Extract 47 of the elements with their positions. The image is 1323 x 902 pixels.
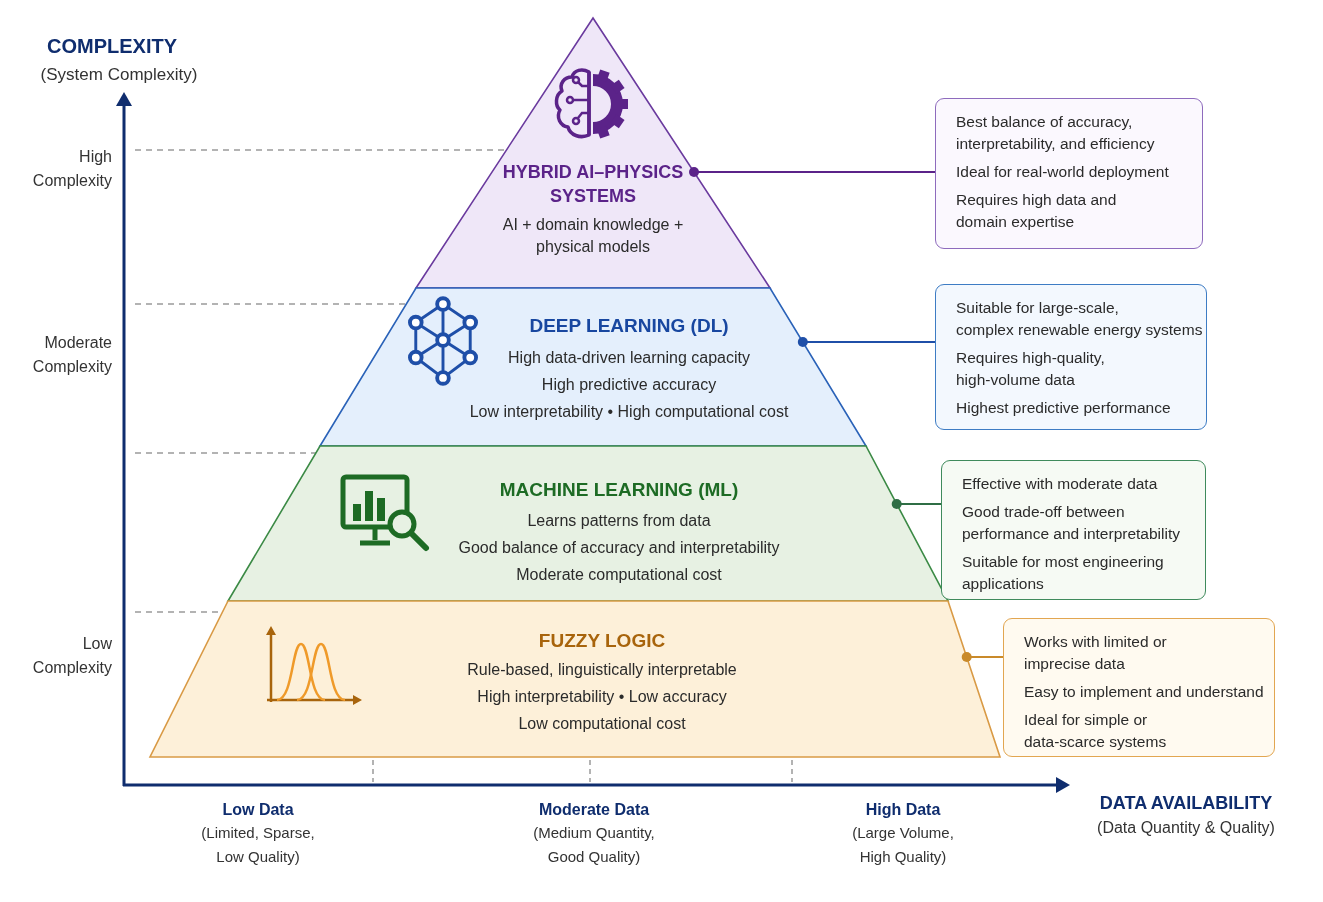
tier-description: High predictive accuracy [541,375,717,395]
axis-category-note: (Limited, Sparse, Low Quality) [201,823,315,867]
axis-subtitle: (Data Quantity & Quality) [1097,818,1275,838]
tier-title: MACHINE LEARNING (ML) [499,478,739,502]
axis-level-label: Moderate Complexity [32,333,112,377]
tier-description: Good balance of accuracy and interpretability [458,538,780,558]
axis-level-label: Low Complexity [32,634,112,678]
axis-title: DATA AVAILABILITY [1099,792,1273,815]
leader-line [689,167,936,177]
callout-box [1003,618,1275,757]
callout-text: Easy to implement and understand [1024,682,1264,702]
axis-category-note: (Medium Quantity, Good Quality) [533,823,655,867]
callout-text: Ideal for simple or data-scarce systems [1024,710,1167,752]
axis-category-label: Moderate Data [538,800,650,820]
axis-category-label: Low Data [222,800,294,820]
callout-text: Requires high data and domain expertise [956,190,1117,232]
tier-description: Low computational cost [518,714,686,734]
tier-description: Rule-based, linguistically interpretable [467,660,737,680]
tier-title: DEEP LEARNING (DL) [529,314,729,338]
callout-text: Best balance of accuracy, interpretability, and efficiency [956,112,1155,154]
leader-line [891,499,942,509]
callout-text: Requires high-quality, high-volume data [956,348,1105,390]
tier-description: AI + domain knowledge + physical models [502,215,684,257]
callout-text: Highest predictive performance [956,398,1171,418]
callout-text: Ideal for real-world deployment [956,162,1169,182]
axis-title: COMPLEXITY [47,34,177,59]
callout-text: Effective with moderate data [962,474,1158,494]
axis-category-label: High Data [865,800,941,820]
callout-text: Suitable for large-scale, complex renewable energy systems [956,298,1203,340]
leader-line [797,337,936,347]
axis-level-label: High Complexity [32,147,112,191]
callout-text: Works with limited or imprecise data [1024,632,1167,674]
axis-category-note: (Large Volume, High Quality) [852,823,954,867]
tier-description: High data-driven learning capacity [508,348,750,368]
tier-title: FUZZY LOGIC [538,629,666,653]
callout-box [935,284,1207,430]
tier-description: High interpretability • Low accuracy [477,687,727,707]
callout-box [935,98,1203,249]
callout-text: Good trade-off between performance and interpretability [962,502,1180,544]
tier-description: Learns patterns from data [527,511,711,531]
leader-line [961,652,1004,662]
callout-text: Suitable for most engineering applications [962,552,1164,594]
tier-description: Low interpretability • High computational cost [469,402,789,422]
axis-subtitle: (System Complexity) [40,64,198,86]
tier-description: Moderate computational cost [516,565,722,585]
tier-title: HYBRID AI–PHYSICS SYSTEMS [502,161,684,208]
callout-box [941,460,1206,600]
